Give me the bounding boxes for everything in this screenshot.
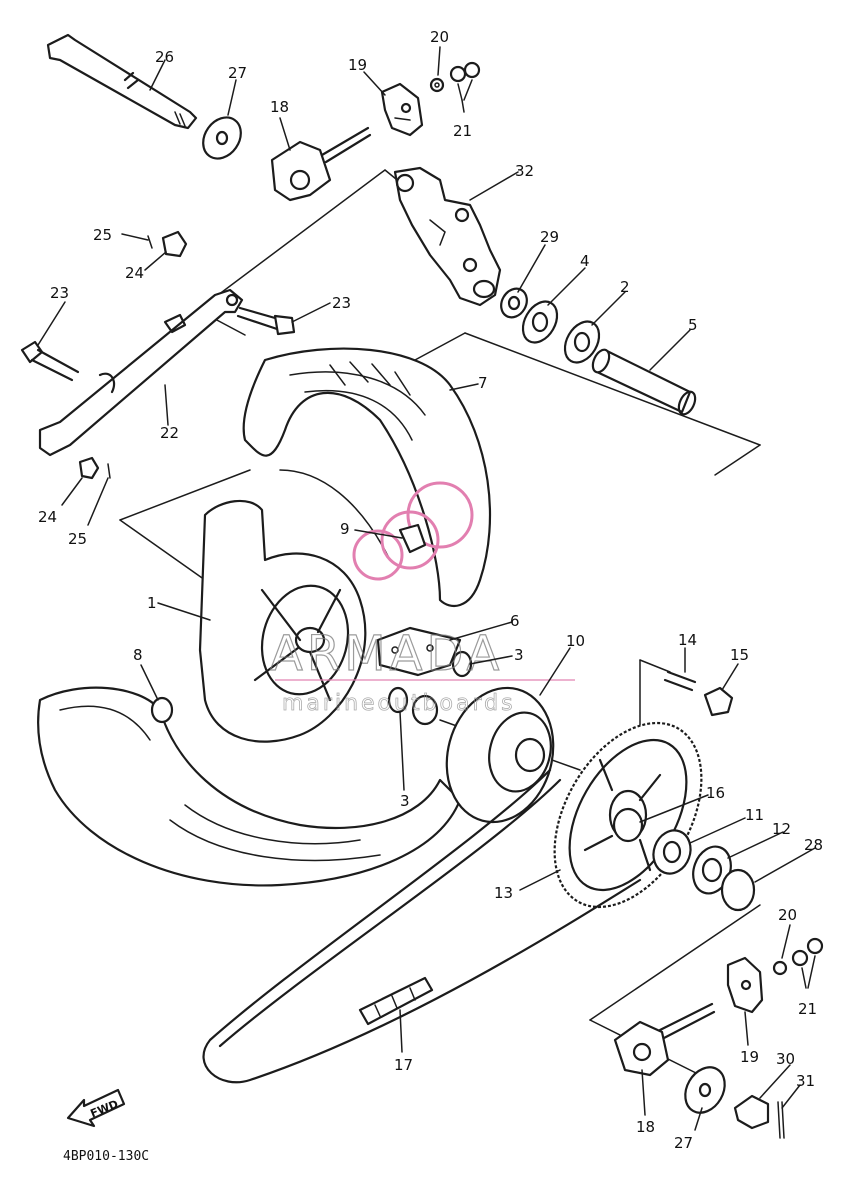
washer-27-top [202,116,242,160]
callout-15: 15 [730,646,749,664]
callout-25-bottom: 25 [68,530,87,548]
callout-3-lower: 3 [400,792,410,810]
callout-3-upper: 3 [514,646,524,664]
callout-24-bottom: 24 [38,508,57,526]
pin-21-top [449,61,481,113]
collar-16 [612,807,644,843]
callout-19-bottom: 19 [740,1048,759,1066]
bolt-23-right [236,306,296,336]
bearing-11 [652,829,692,875]
callout-22: 22 [160,424,179,442]
callout-7: 7 [478,374,488,392]
callout-11: 11 [745,806,764,824]
spacer-5 [591,348,697,416]
callout-17: 17 [394,1056,413,1074]
leader-lines [37,46,816,1131]
callout-27-top: 27 [228,64,247,82]
nut-24-top [161,230,188,258]
plate-19-top [380,82,424,137]
callout-12: 12 [772,820,791,838]
callout-10: 10 [566,632,585,650]
stud-14 [663,670,697,692]
tire-7 [242,347,492,608]
pin-25-bottom [107,463,111,479]
watermark: ARMADA marineoutboards [269,625,575,716]
watermark-tagline: marineoutboards [282,691,516,716]
callout-23-right: 23 [332,294,351,312]
callout-6: 6 [510,612,520,630]
nut-30 [733,1094,770,1130]
wheel-rim-1 [198,499,367,743]
chain-adjuster-18-bottom [613,1002,716,1077]
callout-20-top: 20 [430,28,449,46]
drawing-code: 4BP010-130C [63,1149,149,1164]
forward-arrow-icon: FWD [66,1088,126,1128]
callout-24-top: 24 [125,264,144,282]
callout-9: 9 [340,520,350,538]
callout-21-top: 21 [453,122,472,140]
plate-19-bottom [726,956,764,1014]
torque-arm-22 [38,288,244,457]
pin-21-bottom [791,937,824,989]
callout-5: 5 [688,316,698,334]
callout-2: 2 [620,278,630,296]
bearing-3-lower [387,686,439,726]
chain-adjuster-18-top [270,126,372,202]
callout-26: 26 [155,48,174,66]
collar-28 [720,868,756,912]
callout-4: 4 [580,252,590,270]
pin-25-top [147,235,153,249]
watermark-brand: ARMADA [270,626,503,682]
caliper-bracket-32 [393,166,502,307]
callout-numbers: 26 27 18 19 20 21 32 29 4 2 5 7 25 24 23… [38,28,823,1152]
balance-weight-9 [352,481,474,581]
hub-plate-6 [376,626,462,677]
nut-15 [703,686,734,717]
oil-seal-12 [692,845,732,895]
nut-20-bottom [772,960,788,976]
callout-18-bottom: 18 [636,1118,655,1136]
callout-23-left: 23 [50,284,69,302]
callout-28: 28 [804,836,823,854]
callout-18-top: 18 [270,98,289,116]
nut-20-top [429,77,445,93]
clutch-hub-10 [445,686,555,824]
callout-20-bottom: 20 [778,906,797,924]
callout-21-bottom: 21 [798,1000,817,1018]
callout-16: 16 [706,784,725,802]
callout-8: 8 [133,646,143,664]
callout-32: 32 [515,162,534,180]
callout-19-top: 19 [348,56,367,74]
collar-29 [500,287,528,319]
callout-14: 14 [678,631,697,649]
callout-30: 30 [776,1050,795,1068]
washer-27-bottom [684,1066,726,1114]
callout-1: 1 [147,594,157,612]
nut-24-bottom [78,456,100,480]
callout-31: 31 [796,1072,815,1090]
drive-chain-17 [202,768,642,1084]
valve-8 [150,696,174,724]
bolt-23-left [20,340,80,382]
callout-27-bottom: 27 [674,1134,693,1152]
callout-29: 29 [540,228,559,246]
callout-13: 13 [494,884,513,902]
callout-25-top: 25 [93,226,112,244]
axle-26 [46,33,198,130]
